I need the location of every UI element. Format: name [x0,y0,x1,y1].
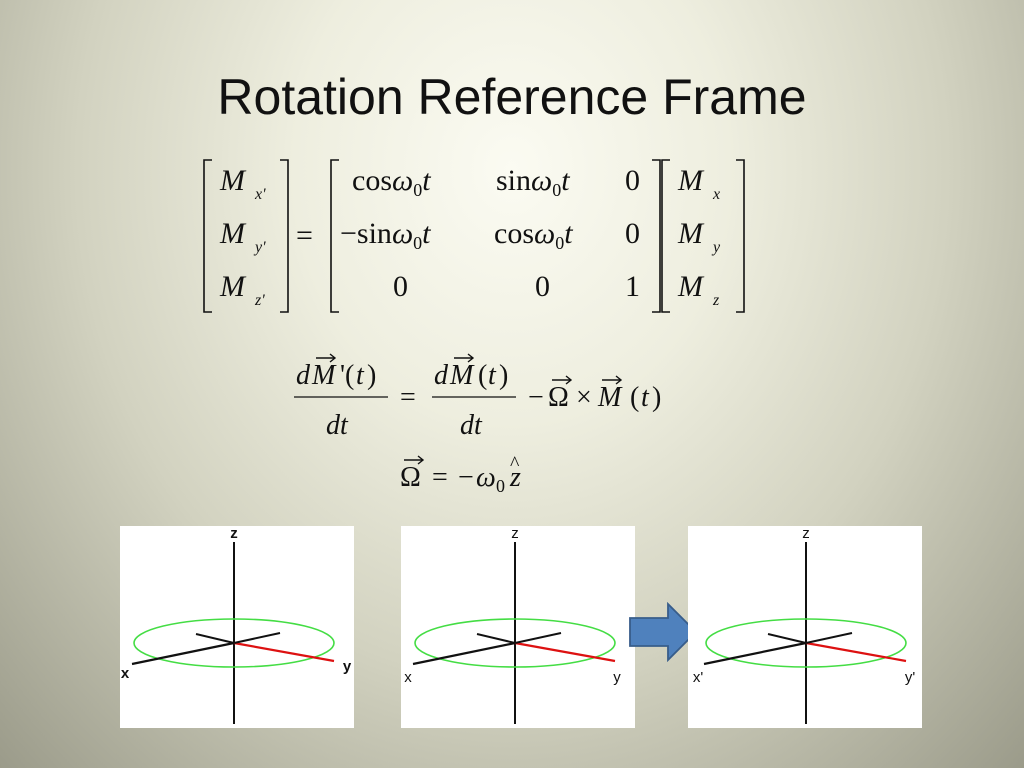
svg-text:M: M [677,217,705,250]
svg-text:M: M [597,382,623,413]
svg-text:dt: dt [326,410,349,441]
svg-text:d: d [296,360,311,391]
svg-text:0: 0 [496,476,505,496]
svg-text:x': x' [254,186,266,203]
x-axis-label: x [121,665,130,682]
svg-text:M: M [449,360,475,391]
y-axis-label: y [613,669,621,686]
svg-text:M: M [219,270,247,303]
z-axis-label: z [230,526,238,542]
svg-text:×: × [576,382,592,413]
y-axis-label: y' [905,669,916,686]
svg-text:−: − [458,462,474,493]
y-axis-label: y [343,658,352,675]
svg-text:=: = [296,219,313,252]
svg-text:M: M [219,164,247,197]
svg-text:y': y' [253,239,266,256]
svg-text:M: M [677,164,705,197]
rotation-matrix: cosω0t sinω0t 0 −sinω0t cosω0t 0 0 0 1 [340,164,640,303]
slide-title: Rotation Reference Frame [217,69,807,125]
derivative-equation: d M '(t) dt = d M (t) dt − Ω × M (t) [290,352,700,447]
svg-text:M: M [677,270,705,303]
svg-text:M: M [311,360,337,391]
svg-text:0: 0 [625,217,640,250]
svg-text:cosω0t: cosω0t [494,217,573,253]
right-arrow-icon [628,601,700,667]
svg-text:0: 0 [393,270,408,303]
svg-text:=: = [400,382,416,413]
z-axis-label: z [802,526,810,542]
svg-text:t: t [488,360,497,391]
svg-text:sinω0t: sinω0t [496,164,570,200]
svg-text:−sinω0t: −sinω0t [340,217,431,253]
svg-text:): ) [499,360,508,391]
svg-text:x: x [712,186,720,203]
svg-text:z: z [712,292,720,309]
svg-text:(: ( [478,360,487,391]
svg-text:t: t [641,382,650,413]
frame-panel-3: z x' y' [688,526,922,728]
svg-text:): ) [367,360,376,391]
svg-text:z: z [509,462,521,493]
svg-text:d: d [434,360,449,391]
svg-text:t: t [356,360,365,391]
frame-panel-2: z x y [401,526,635,728]
svg-text:Ω: Ω [548,382,569,413]
x-axis-label: x' [693,669,704,686]
svg-text:=: = [432,462,448,493]
z-axis-label: z [511,526,519,542]
svg-text:): ) [652,382,661,413]
svg-text:−: − [528,382,544,413]
svg-text:0: 0 [625,164,640,197]
svg-text:'(: '( [340,360,354,391]
svg-text:0: 0 [535,270,550,303]
svg-text:(: ( [630,382,639,413]
omega-equation: Ω = − ω 0 z ^ [396,448,556,498]
svg-text:Ω: Ω [400,462,421,493]
frame-panel-1: z x y [120,526,354,728]
svg-text:^: ^ [510,453,520,475]
svg-text:z': z' [254,292,265,309]
svg-text:ω: ω [476,462,496,493]
svg-text:1: 1 [625,270,640,303]
x-axis-label: x [404,669,412,686]
svg-text:dt: dt [460,410,483,441]
svg-text:y: y [711,239,721,256]
svg-text:cosω0t: cosω0t [352,164,431,200]
svg-text:M: M [219,217,247,250]
